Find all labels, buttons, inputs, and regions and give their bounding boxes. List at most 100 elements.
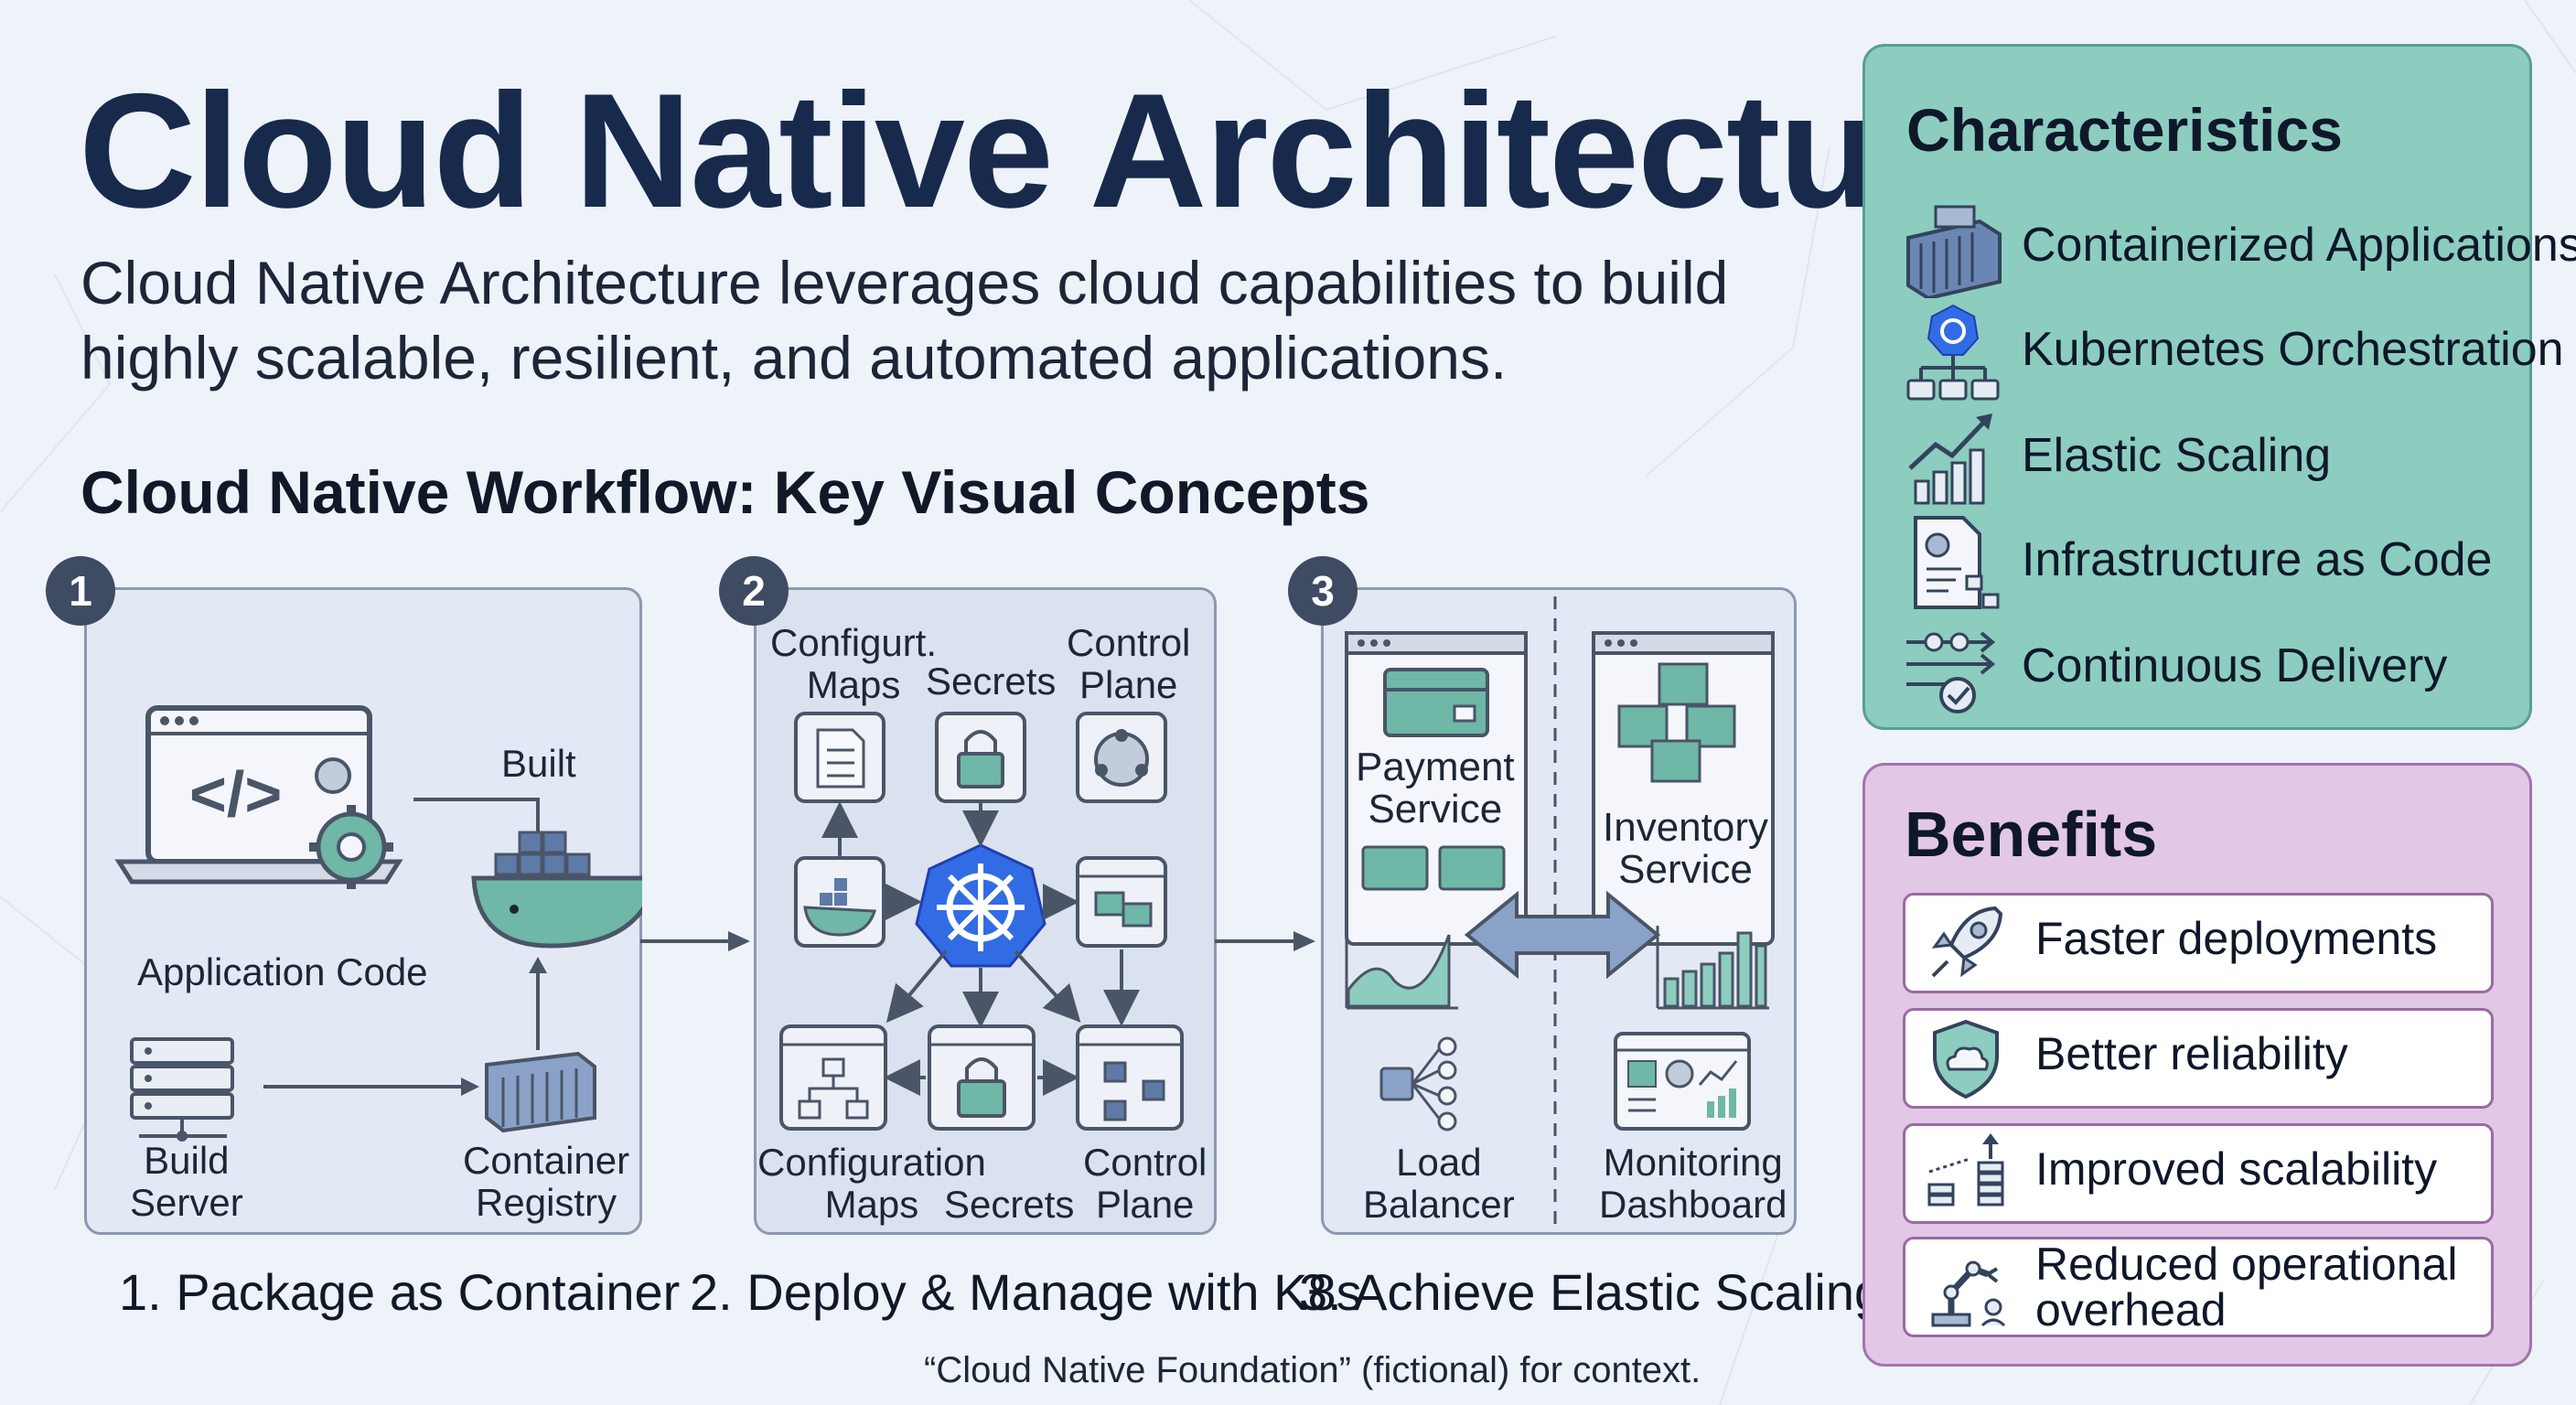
container-registry-label-line1: Container — [463, 1139, 630, 1182]
container-icon — [1906, 205, 2002, 298]
application-code-label: Application Code — [137, 950, 428, 993]
control-plane-top-icon — [1076, 712, 1167, 803]
characteristic-item: Infrastructure as Code — [1903, 512, 2534, 613]
page-title: Cloud Native Architecture — [79, 59, 2028, 241]
built-label: Built — [501, 742, 576, 785]
docker-small-icon — [794, 856, 886, 948]
characteristic-label: Continuous Delivery — [2022, 639, 2448, 692]
monitoring-dashboard-label-line1: Monitoring — [1603, 1141, 1783, 1184]
control-plane-bottom-icon — [1076, 1024, 1184, 1131]
benefit-label: Reduced operational overhead — [2035, 1241, 2457, 1333]
load-balancer-icon — [1379, 1036, 1457, 1132]
laptop-icon: </> — [114, 705, 403, 885]
subtitle-line-2: highly scalable, resilient, and automate… — [80, 324, 1508, 391]
benefit-label-line2: overhead — [2035, 1284, 2227, 1335]
control-plane-bottom-label-line2: Plane — [1095, 1183, 1195, 1226]
inventory-service-label: Inventory Service — [1603, 807, 1768, 891]
flow-arrow-1-to-2 — [640, 931, 750, 951]
load-balancer-label-line1: Load — [1396, 1141, 1482, 1184]
subtitle-line-1: Cloud Native Architecture leverages clou… — [80, 249, 1729, 316]
benefit-label: Better reliability — [2035, 1028, 2348, 1079]
characteristic-item: Elastic Scaling — [1903, 408, 2534, 509]
kubernetes-tree-icon — [1906, 304, 2000, 401]
step1-caption: 1. Package as Container — [119, 1263, 681, 1321]
inventory-service-label-line2: Service — [1618, 847, 1753, 892]
benefit-item: Faster deployments — [1903, 893, 2494, 993]
benefit-item: Reduced operational overhead — [1903, 1237, 2494, 1337]
secrets-top-icon — [935, 712, 1026, 803]
control-plane-top-label: Control Plane — [1067, 622, 1190, 706]
payment-service-label-line1: Payment — [1356, 745, 1515, 789]
footnote: “Cloud Native Foundation” (fictional) fo… — [924, 1350, 1701, 1390]
control-plane-top-label-line2: Plane — [1079, 663, 1178, 706]
container-registry-icon — [485, 1051, 596, 1133]
benefit-label: Faster deployments — [2035, 913, 2438, 964]
characteristic-label: Elastic Scaling — [2022, 429, 2332, 482]
code-document-icon — [1914, 516, 2000, 609]
config-maps-bottom-label: Configuration Maps — [757, 1142, 986, 1226]
step3-caption: 3. Achieve Elastic Scaling — [1299, 1263, 1884, 1321]
step2-diagram — [779, 712, 1184, 1131]
payment-service-label-line2: Service — [1368, 787, 1503, 831]
control-plane-top-label-line1: Control — [1067, 621, 1191, 664]
benefit-label: Improved scalability — [2035, 1143, 2438, 1195]
config-maps-top-label-line2: Maps — [806, 663, 901, 706]
config-maps-bottom-label-line1: Configuration — [757, 1141, 986, 1184]
inventory-service-window — [1592, 631, 1775, 946]
delivery-pipeline-icon — [1906, 631, 1996, 713]
benefit-item: Improved scalability — [1903, 1123, 2494, 1224]
build-server-label-line2: Server — [130, 1181, 243, 1224]
growth-chart-icon — [1908, 413, 1992, 505]
secrets-bottom-icon — [928, 1024, 1036, 1131]
page-subtitle: Cloud Native Architecture leverages clou… — [80, 245, 1819, 395]
build-server-label: Build Server — [130, 1140, 243, 1224]
step2-badge: 2 — [719, 556, 789, 626]
payment-service-window — [1345, 631, 1528, 946]
config-maps-top-icon — [794, 712, 886, 803]
monitoring-dashboard-label: Monitoring Dashboard — [1599, 1142, 1787, 1226]
benefit-label-line1: Reduced operational — [2035, 1239, 2458, 1290]
config-maps-bottom-icon — [779, 1024, 887, 1131]
load-balancer-label: Load Balancer — [1363, 1142, 1515, 1226]
payment-service-label: Payment Service — [1356, 746, 1515, 831]
monitoring-dashboard-label-line2: Dashboard — [1599, 1183, 1787, 1226]
step3-diagram — [1345, 596, 1775, 1228]
scaling-stack-icon — [1927, 1133, 2004, 1207]
control-plane-bottom-label: Control Plane — [1083, 1142, 1207, 1226]
container-registry-label-line2: Registry — [476, 1181, 617, 1224]
gear-icon — [309, 757, 393, 889]
load-balancer-label-line2: Balancer — [1363, 1183, 1515, 1226]
area-chart-icon — [1345, 926, 1458, 1010]
step1-badge: 1 — [46, 556, 115, 626]
characteristic-item: Containerized Applications — [1903, 198, 2576, 298]
characteristic-label: Infrastructure as Code — [2022, 533, 2493, 586]
benefit-item: Better reliability — [1903, 1008, 2494, 1109]
characteristics-heading: Characteristics — [1906, 96, 2343, 164]
config-maps-top-label: Configurt. Maps — [770, 622, 937, 706]
inventory-service-label-line1: Inventory — [1603, 805, 1768, 850]
step3-badge: 3 — [1288, 556, 1358, 626]
secrets-top-label: Secrets — [926, 660, 1057, 702]
container-registry-label: Container Registry — [463, 1140, 629, 1224]
shield-cloud-icon — [1933, 1019, 1999, 1099]
config-maps-top-label-line1: Configurt. — [770, 621, 938, 664]
flow-arrow-2-to-3 — [1215, 931, 1315, 951]
rocket-icon — [1931, 906, 2003, 978]
control-plane-bottom-label-line1: Control — [1083, 1141, 1208, 1184]
bar-chart-icon — [1656, 926, 1769, 1010]
step1-diagram: </> — [114, 705, 642, 1142]
docker-whale-icon — [471, 831, 642, 949]
svg-text:</>: </> — [189, 758, 282, 830]
workflow-heading: Cloud Native Workflow: Key Visual Concep… — [80, 458, 1370, 526]
monitoring-dashboard-icon — [1614, 1032, 1751, 1131]
worker-node-right-icon — [1076, 856, 1167, 948]
characteristic-item: Kubernetes Orchestration — [1903, 302, 2564, 402]
kubernetes-wheel-icon — [915, 843, 1046, 968]
characteristic-label: Kubernetes Orchestration — [2022, 323, 2564, 376]
characteristic-label: Containerized Applications — [2022, 219, 2576, 272]
step2-caption: 2. Deploy & Manage with K8s — [690, 1263, 1362, 1321]
benefits-heading: Benefits — [1905, 799, 2158, 870]
characteristic-item: Continuous Delivery — [1903, 618, 2534, 719]
secrets-bottom-label: Secrets — [944, 1183, 1075, 1226]
config-maps-bottom-label-line2: Maps — [824, 1183, 919, 1226]
